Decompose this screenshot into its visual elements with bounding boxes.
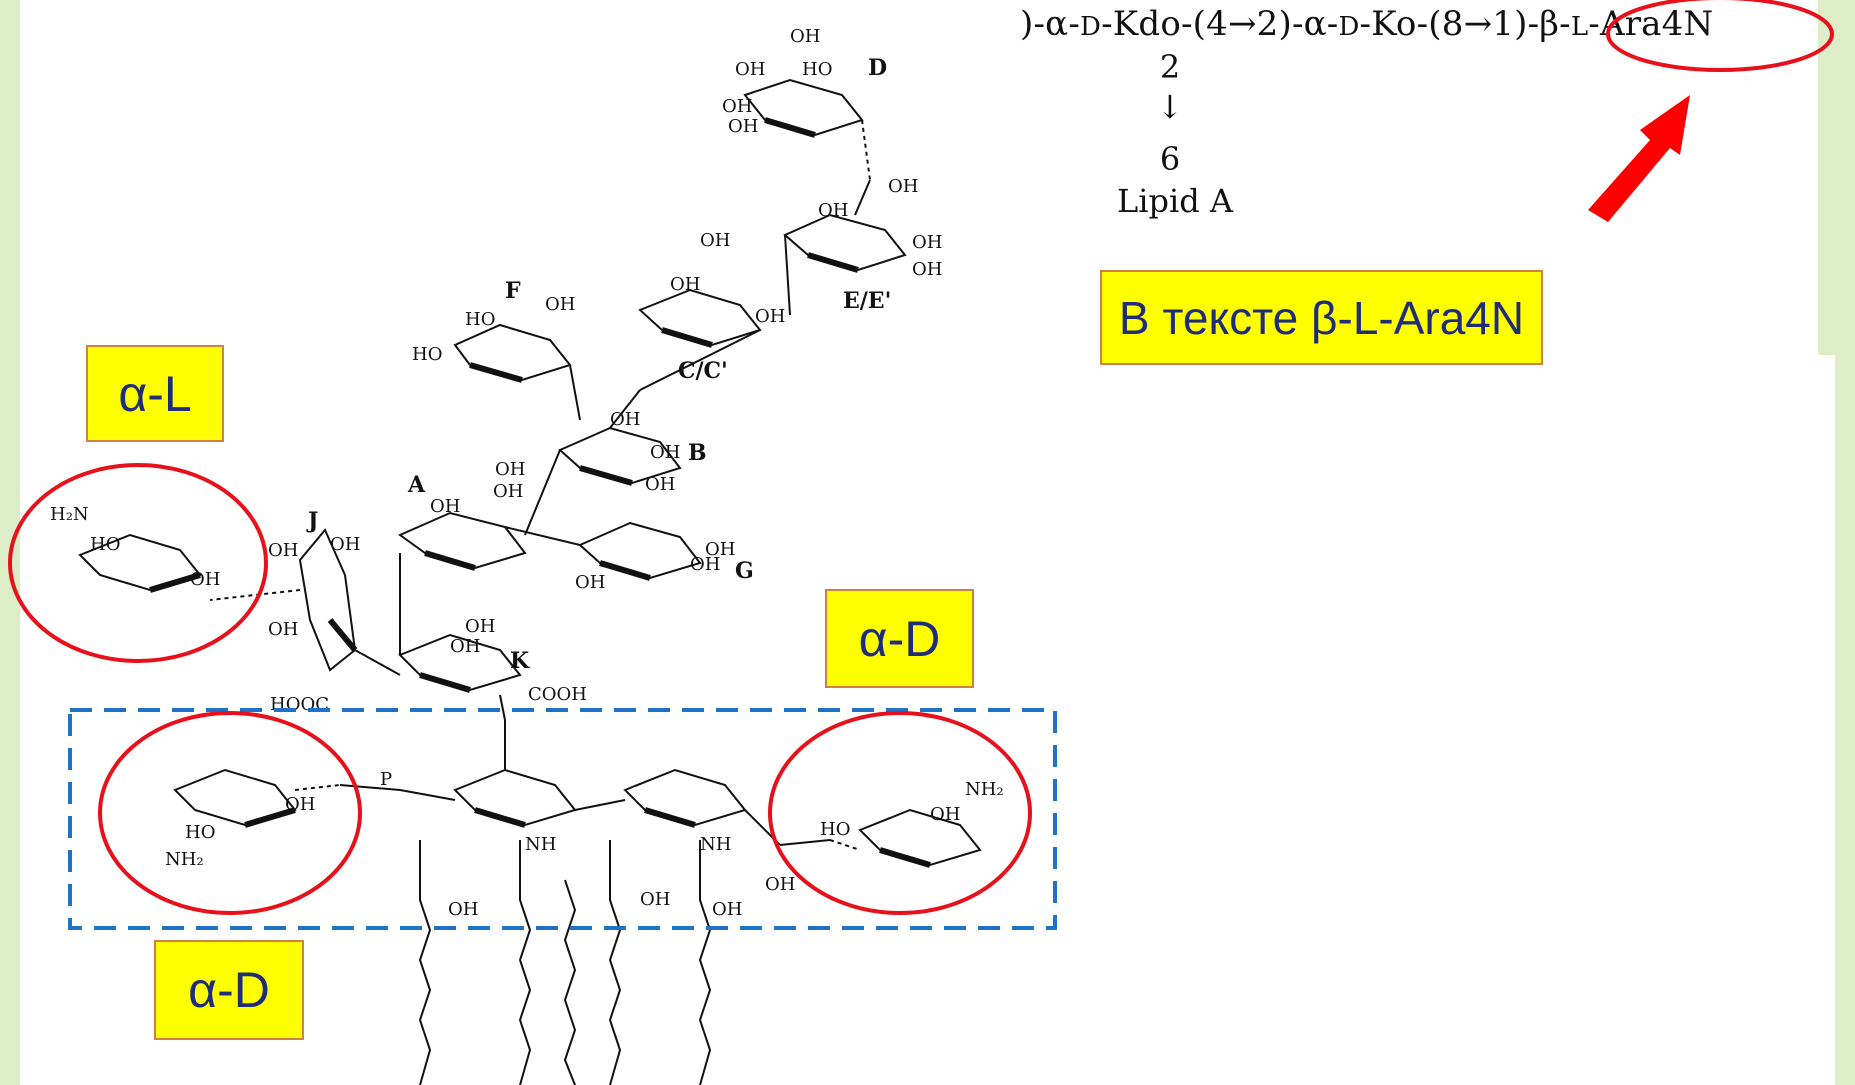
label-alpha-d-right: α-D: [825, 589, 974, 688]
residue-b-label: B: [688, 440, 707, 466]
nh2-label: NH₂: [965, 779, 1004, 800]
residue-f-label: F: [505, 278, 521, 304]
oh-label: OH: [465, 616, 495, 637]
oh-label: OH: [765, 874, 795, 895]
circle-ara-alpha-l: [8, 463, 268, 663]
h2n-label: H₂N: [50, 504, 89, 525]
formula-ara-config: L: [1570, 12, 1589, 42]
residue-d-label: D: [868, 55, 887, 81]
nh-label: NH: [700, 834, 731, 855]
oh-label: OH: [722, 96, 752, 117]
oh-label: OH: [650, 442, 680, 463]
oh-label: OH: [888, 176, 918, 197]
oh-label: OH: [285, 794, 315, 815]
oh-label: OH: [495, 459, 525, 480]
oh-label: OH: [610, 409, 640, 430]
residue-j-label: J: [306, 508, 318, 534]
formula-prefix: )-α-: [1020, 4, 1081, 44]
circle-ara-alpha-d-right: [768, 711, 1032, 915]
oh-label: OH: [545, 294, 575, 315]
oh-label: OH: [735, 59, 765, 80]
ho-label: HO: [820, 819, 850, 840]
oh-label: OH: [575, 572, 605, 593]
ho-label: HO: [465, 309, 495, 330]
oh-label: OH: [755, 306, 785, 327]
ho-label: HO: [90, 534, 120, 555]
ring-d: [743, 78, 864, 137]
slide-canvas: [20, 0, 1835, 1085]
label-alpha-l: α-L: [86, 345, 224, 442]
background-strip: [1818, 0, 1838, 355]
oh-label: OH: [670, 274, 700, 295]
formula-glyph-break: ): [1514, 4, 1528, 44]
oh-label: OH: [690, 554, 720, 575]
formula-kdo: -Kdo-(4→2)-α-: [1101, 4, 1339, 44]
formula-ko-config: D: [1338, 12, 1360, 42]
oh-label: OH: [912, 232, 942, 253]
oh-label: OH: [645, 474, 675, 495]
oh-label: OH: [268, 619, 298, 640]
oh-label: OH: [640, 889, 670, 910]
oh-label: OH: [790, 26, 820, 47]
ring-a: [397, 511, 527, 570]
oh-label: OH: [448, 899, 478, 920]
residue-a-label: A: [407, 472, 426, 498]
ring-g: [578, 521, 702, 580]
circle-ara-alpha-d-left: [98, 711, 362, 915]
ring-c: [638, 288, 762, 347]
branch-number-6: 6: [1159, 140, 1181, 178]
residue-c-label: C/C': [678, 358, 728, 384]
formula-kdo-config: D: [1080, 12, 1102, 42]
cooh-label: COOH: [528, 684, 587, 705]
red-arrow: [1588, 95, 1690, 222]
formula-ko: -Ko-(8→1: [1359, 4, 1515, 44]
oh-label: OH: [430, 496, 460, 517]
ho-label: HO: [802, 59, 832, 80]
oh-label: OH: [705, 539, 735, 560]
oh-label: OH: [268, 540, 298, 561]
residue-g-label: G: [735, 558, 754, 584]
formula-beta: -β-: [1527, 4, 1571, 44]
p-label: P: [380, 769, 392, 790]
label-alpha-d-bottom: α-D: [154, 940, 304, 1040]
oh-label: OH: [712, 899, 742, 920]
oh-label: OH: [818, 200, 848, 221]
nh-label: NH: [525, 834, 556, 855]
lipid-a-region-box: [68, 708, 1057, 930]
callout-box: В тексте β-L-Ara4N: [1100, 270, 1543, 365]
oligosaccharide-formula: )-α-D-Kdo-(4→2)-α-D-Ko-(8→1)-β-L-Ara4N: [1020, 4, 1713, 44]
ring-glcn-2: [623, 768, 747, 827]
oh-label: OH: [912, 259, 942, 280]
ring-glcn-1: [453, 768, 577, 827]
oh-label: OH: [700, 230, 730, 251]
oh-label: OH: [493, 481, 523, 502]
nh2-label: NH₂: [165, 849, 204, 870]
ring-f: [453, 323, 572, 382]
oh-label: OH: [190, 569, 220, 590]
ho-label: HO: [185, 822, 215, 843]
lipid-a-label: Lipid A: [1117, 182, 1233, 220]
residue-k-label: K: [510, 648, 530, 674]
oh-label: OH: [330, 534, 360, 555]
background-strip-right: [1838, 0, 1855, 1085]
ring-e: [783, 213, 907, 272]
oh-label: OH: [930, 804, 960, 825]
residue-e-label: E/E': [843, 288, 891, 314]
oh-label: OH: [450, 636, 480, 657]
ring-ara-right: [858, 808, 982, 867]
ho-label: HO: [412, 344, 442, 365]
oh-label: OH: [728, 116, 758, 137]
branch-number-2: 2: [1159, 48, 1181, 86]
branch-arrow: ↓: [1156, 88, 1184, 126]
circle-formula-ara4n: [1606, 0, 1834, 72]
